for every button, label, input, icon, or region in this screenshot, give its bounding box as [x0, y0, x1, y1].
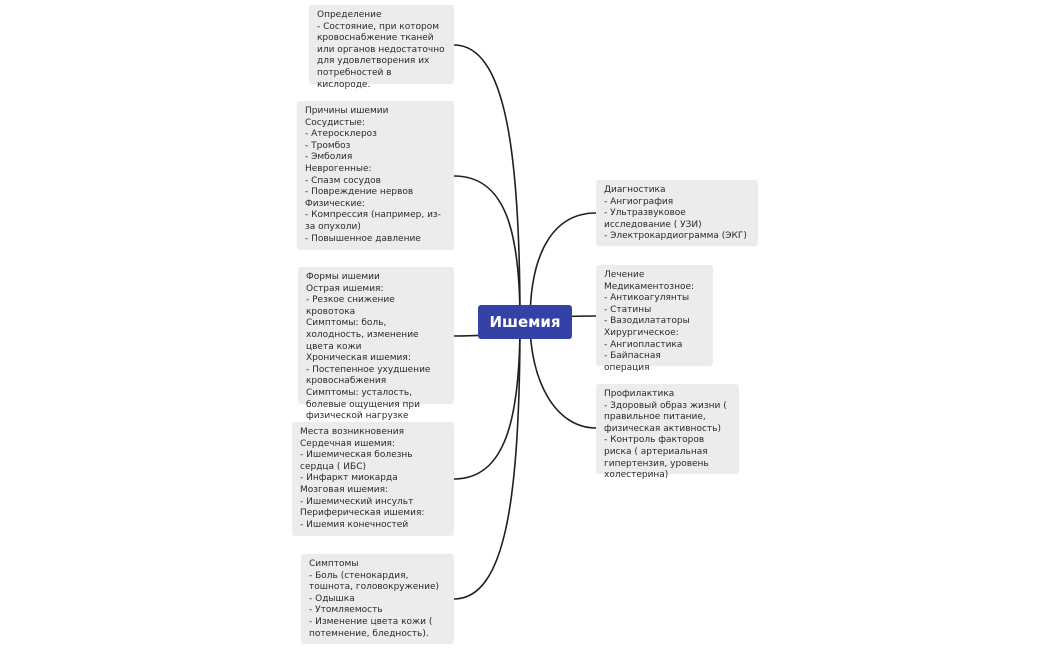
connector-symptoms: [453, 321, 521, 600]
topic-prevention[interactable]: Профилактика - Здоровый образ жизни ( пр…: [596, 384, 739, 480]
connector-definition: [453, 44, 521, 323]
topic-forms[interactable]: Формы ишемии Острая ишемия: - Резкое сни…: [298, 267, 454, 421]
topic-diagnostics[interactable]: Диагностика - Ангиография - Ультразвуков…: [596, 180, 758, 246]
topic-causes[interactable]: Причины ишемии Сосудистые: - Атеросклеро…: [297, 101, 454, 250]
central-topic[interactable]: Ишемия: [478, 305, 572, 339]
connector-locations: [453, 321, 521, 480]
connector-causes: [453, 175, 521, 323]
topic-symptoms[interactable]: Симптомы - Боль (стенокардия, тошнота, г…: [301, 554, 454, 644]
topic-locations[interactable]: Места возникновения Сердечная ишемия: - …: [292, 422, 454, 536]
topic-definition[interactable]: Определение - Состояние, при котором кро…: [309, 5, 454, 90]
topic-treatment[interactable]: Лечение Медикаментозное: - Антикоагулянт…: [596, 265, 713, 373]
